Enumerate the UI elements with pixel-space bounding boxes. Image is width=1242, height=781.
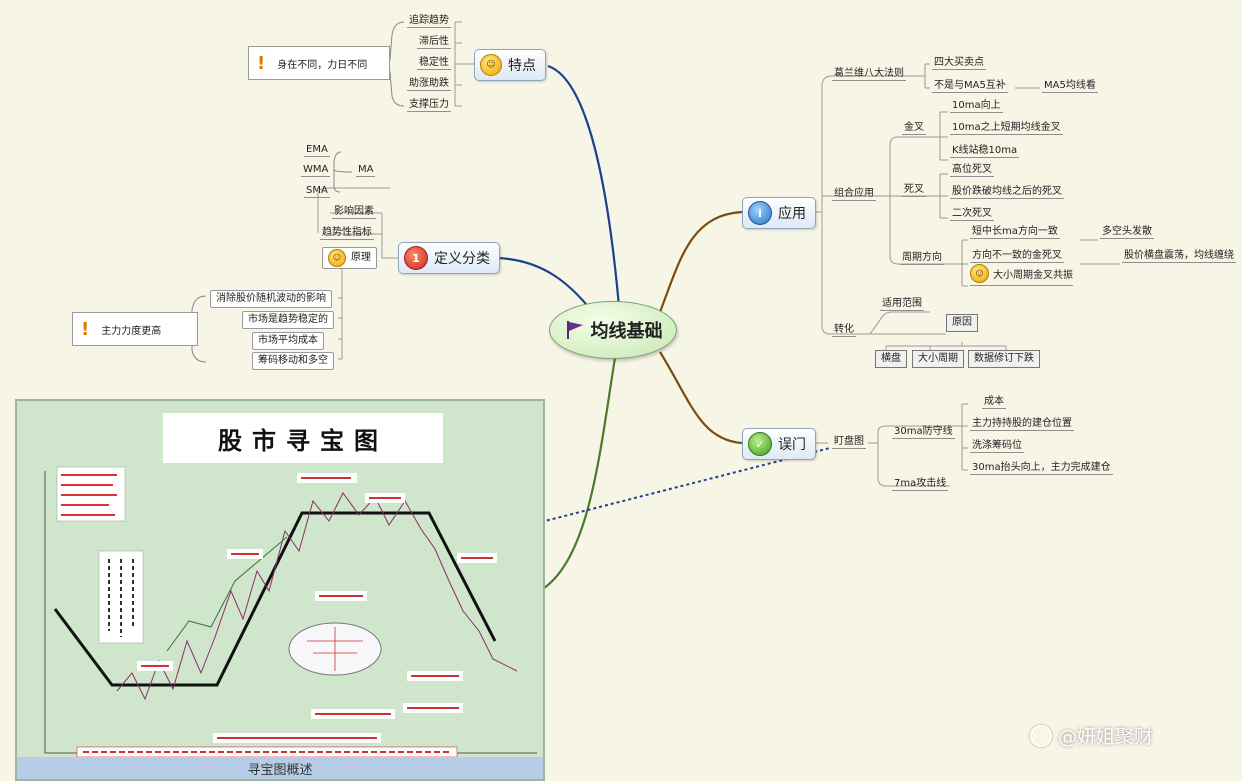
granville-item[interactable]: 四大买卖点 — [932, 57, 986, 70]
definition-item[interactable]: 趋势性指标 — [320, 227, 374, 240]
info-icon: i — [748, 201, 772, 225]
line30-label[interactable]: 30ma防守线 — [892, 426, 955, 439]
transform-cause-item[interactable]: 大小周期 — [912, 350, 964, 368]
branch-definition[interactable]: 1 定义分类 — [398, 242, 500, 274]
principle-item[interactable]: 市场平均成本 — [252, 332, 324, 350]
pitfalls-label[interactable]: 盯盘图 — [832, 436, 866, 449]
line7-label[interactable]: 7ma攻击线 — [892, 478, 949, 491]
direction-item[interactable]: 短中长ma方向一致 — [970, 226, 1060, 239]
line30-item[interactable]: 成本 — [982, 396, 1006, 409]
golden-cross-item[interactable]: 10ma之上短期均线金叉 — [950, 122, 1063, 135]
check-icon: ✓ — [748, 432, 772, 456]
treasure-map-figure — [44, 466, 537, 758]
principle-node[interactable]: ☺ 原理 — [322, 247, 377, 269]
branch-definition-label: 定义分类 — [434, 251, 490, 267]
feature-item[interactable]: 助涨助跌 — [407, 78, 451, 91]
granville-label[interactable]: 葛兰维八大法则 — [832, 68, 906, 81]
feature-item[interactable]: 追踪趋势 — [407, 15, 451, 28]
watermark: @妍姐聚财 — [1030, 722, 1153, 749]
golden-cross-item[interactable]: 10ma向上 — [950, 100, 1003, 113]
line30-item[interactable]: 洗涤筹码位 — [970, 440, 1024, 453]
death-cross-label[interactable]: 死叉 — [902, 184, 926, 197]
laughing-face-icon: ☺ — [970, 264, 989, 283]
death-cross-item[interactable]: 二次死叉 — [950, 208, 994, 221]
treasure-map-title: 股市寻宝图 — [163, 413, 443, 463]
direction-item[interactable]: 方向不一致的金死叉 — [970, 250, 1064, 263]
link-chart-panel — [540, 357, 617, 591]
golden-cross-label[interactable]: 金叉 — [902, 122, 926, 135]
treasure-map-caption: 寻宝图概述 — [17, 757, 543, 779]
ma-type[interactable]: EMA — [304, 144, 330, 157]
transform-cause[interactable]: 原因 — [946, 314, 978, 332]
link-dotted — [540, 447, 831, 523]
granville-item[interactable]: 不是与MA5互补 — [932, 80, 1008, 93]
line30-item[interactable]: 主力持持股的建仓位置 — [970, 418, 1074, 431]
resonance-node[interactable]: ☺ 大小周期金叉共振 — [970, 264, 1073, 286]
feature-item[interactable]: 支撑压力 — [407, 99, 451, 112]
number-one-icon: 1 — [404, 246, 428, 270]
principle-label: 原理 — [351, 252, 371, 263]
weibo-logo-icon — [1030, 724, 1052, 747]
transform-cause-item[interactable]: 数据修订下跌 — [968, 350, 1040, 368]
death-cross-item[interactable]: 股价跌破均线之后的死叉 — [950, 186, 1064, 199]
transform-label[interactable]: 转化 — [832, 324, 856, 337]
resonance-label: 大小周期金叉共振 — [993, 270, 1073, 281]
branch-application-label: 应用 — [778, 206, 806, 222]
transform-scope[interactable]: 适用范围 — [880, 298, 924, 311]
ma-type[interactable]: WMA — [301, 164, 331, 177]
link-application — [658, 210, 743, 313]
treasure-map-panel[interactable]: 股市寻宝图 寻宝图概述 — [15, 399, 545, 781]
direction-label[interactable]: 周期方向 — [900, 252, 944, 265]
exclamation-icon: ! — [257, 52, 266, 74]
principle-note-text: 主力力度更高 — [101, 325, 162, 337]
principle-item[interactable]: 筹码移动和多空 — [252, 352, 334, 370]
smiley-icon: ☺ — [480, 54, 502, 76]
direction-aside[interactable]: 多空头发散 — [1100, 226, 1154, 239]
granville-extra[interactable]: MA5均线看 — [1042, 80, 1098, 93]
line30-item[interactable]: 30ma抬头向上，主力完成建仓 — [970, 462, 1113, 475]
death-cross-item[interactable]: 高位死叉 — [950, 164, 994, 177]
ma-label[interactable]: MA — [356, 164, 376, 177]
principle-item[interactable]: 市场是趋势稳定的 — [242, 311, 334, 329]
golden-cross-item[interactable]: K线站稳10ma — [950, 145, 1020, 158]
link-pitfalls — [659, 351, 743, 445]
principle-item[interactable]: 消除股价随机波动的影响 — [210, 290, 332, 308]
transform-cause-item[interactable]: 横盘 — [875, 350, 907, 368]
ma-type[interactable]: SMA — [304, 185, 330, 198]
branch-pitfalls[interactable]: ✓ 误门 — [742, 428, 816, 460]
definition-item[interactable]: 影响因素 — [332, 206, 376, 219]
flag-icon — [566, 321, 583, 339]
direction-aside[interactable]: 股价横盘震荡，均线缠绕 — [1122, 250, 1236, 263]
branch-features[interactable]: ☺ 特点 — [474, 49, 546, 81]
principle-note[interactable]: ! 主力力度更高 — [72, 312, 198, 346]
branch-features-label: 特点 — [508, 58, 536, 74]
central-topic[interactable]: 均线基础 — [549, 301, 677, 359]
watermark-text: @妍姐聚财 — [1058, 726, 1154, 748]
central-topic-label: 均线基础 — [590, 321, 663, 342]
exclamation-icon: ! — [81, 318, 90, 340]
feature-item[interactable]: 滞后性 — [417, 36, 451, 49]
branch-pitfalls-label: 误门 — [778, 437, 806, 453]
feature-item[interactable]: 稳定性 — [417, 57, 451, 70]
branch-application[interactable]: i 应用 — [742, 197, 816, 229]
combo-label[interactable]: 组合应用 — [832, 188, 876, 201]
features-note-text: 身在不同，力日不同 — [277, 59, 368, 71]
laughing-face-icon: ☺ — [328, 249, 346, 267]
link-features — [547, 64, 622, 319]
features-note[interactable]: ! 身在不同，力日不同 — [248, 46, 390, 80]
